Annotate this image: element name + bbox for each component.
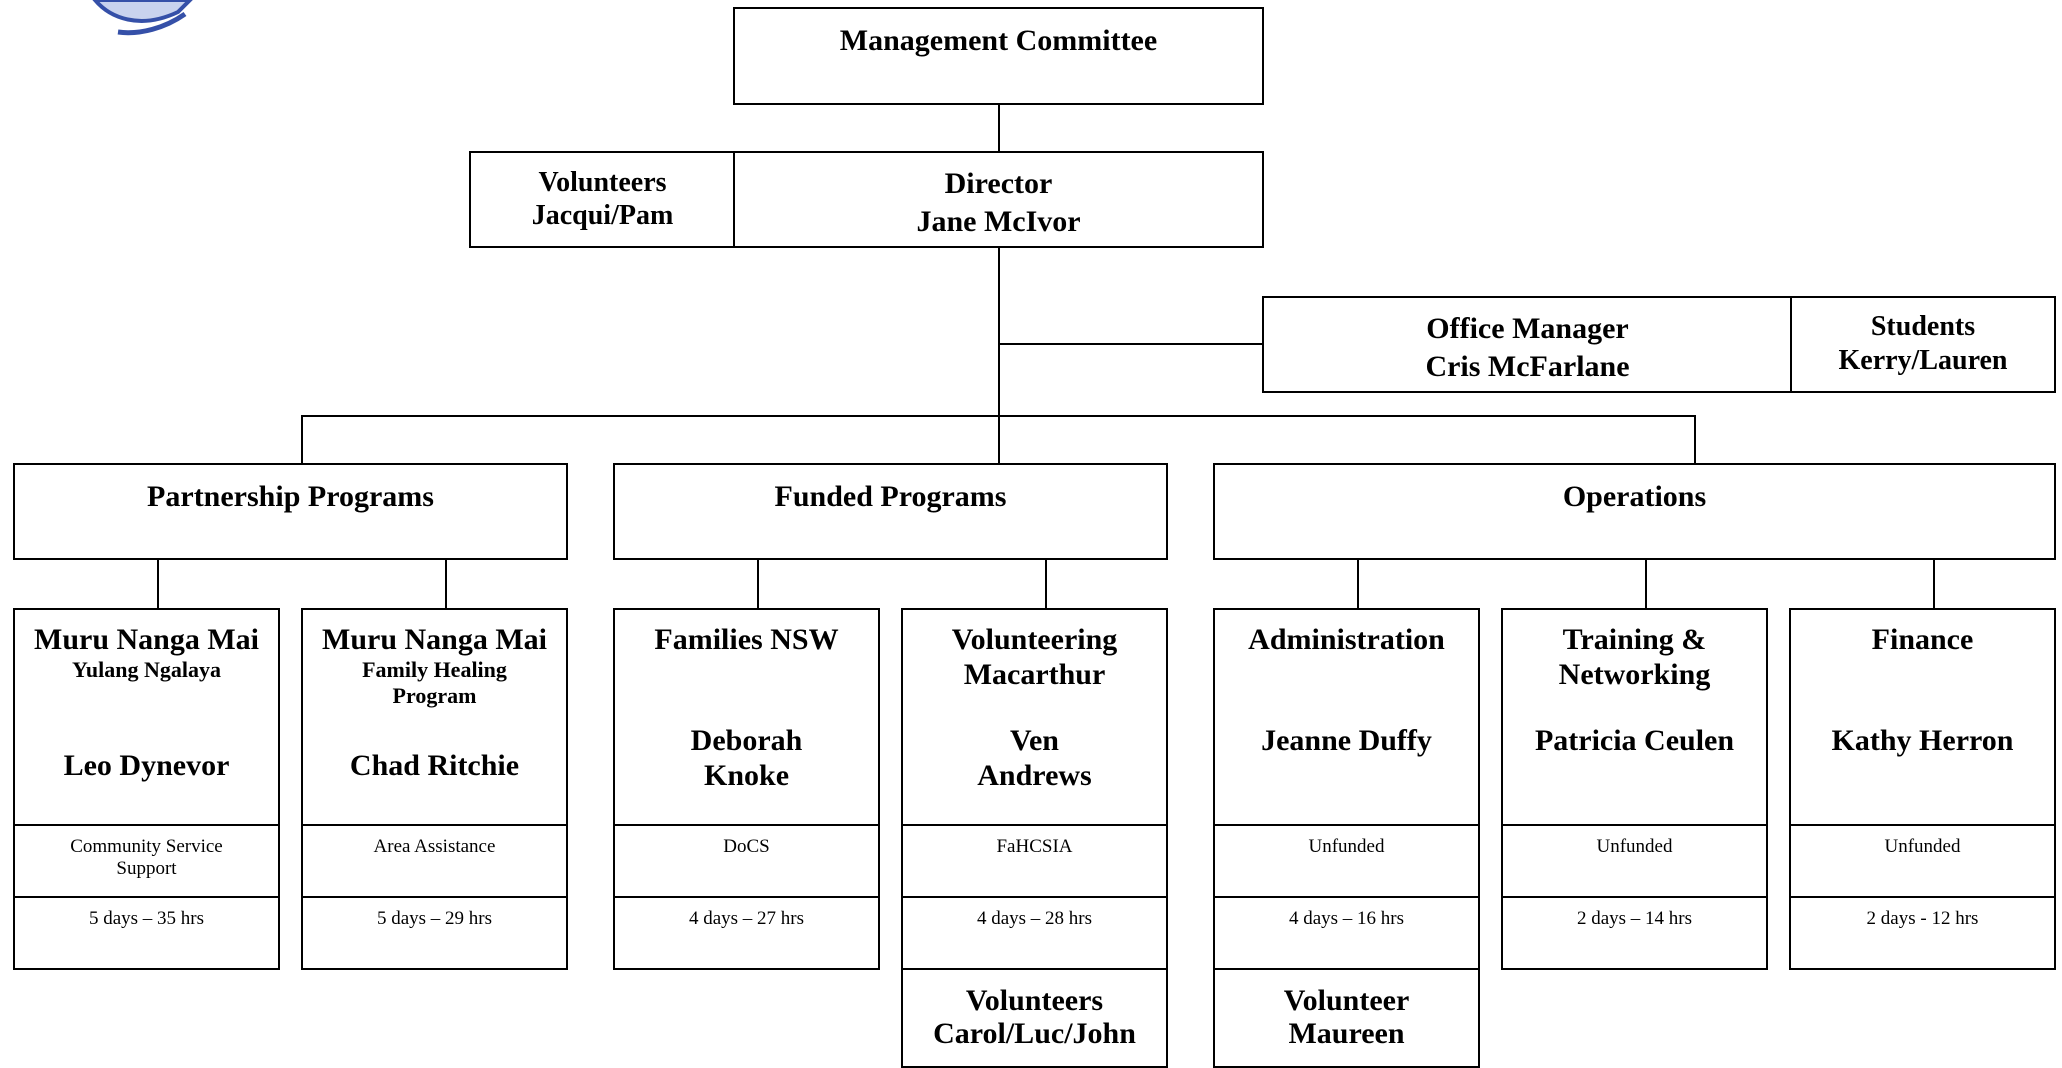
program-title: Muru Nanga Mai — [322, 623, 547, 656]
program-hours-cell: 2 days - 12 hrs — [1789, 896, 2056, 970]
program-box: Muru Nanga Mai Yulang Ngalaya Leo Dynevo… — [13, 608, 280, 826]
program-hours: 2 days - 12 hrs — [1866, 908, 1979, 929]
management-committee-title: Management Committee — [839, 24, 1158, 57]
program-hours: 5 days – 35 hrs — [88, 908, 205, 929]
connector-line — [998, 104, 1000, 152]
organisation-logo — [92, 0, 193, 36]
program-box: Muru Nanga Mai Family Healing Program Ch… — [301, 608, 568, 826]
connector-line — [1694, 415, 1696, 465]
connector-line — [301, 415, 1696, 417]
program-hours-cell: 4 days – 28 hrs — [901, 896, 1168, 970]
program-funding-cell: Area Assistance — [301, 824, 568, 898]
program-hours-cell: 5 days – 35 hrs — [13, 896, 280, 970]
program-person: Jeanne Duffy — [1261, 724, 1432, 757]
program-hours-cell: 2 days – 14 hrs — [1501, 896, 1768, 970]
connector-line — [757, 560, 759, 610]
program-title: Families NSW — [654, 623, 839, 656]
program-hours: 4 days – 16 hrs — [1288, 908, 1405, 929]
director-name: Jane McIvor — [916, 205, 1081, 238]
program-funding-cell: FaHCSIA — [901, 824, 1168, 898]
management-committee-box: Management Committee — [733, 7, 1264, 105]
funded-programs-title: Funded Programs — [774, 480, 1007, 513]
funded-programs-box: Funded Programs — [613, 463, 1168, 560]
students-label: Students — [1870, 311, 1976, 342]
program-subtitle: Yulang Ngalaya — [72, 657, 221, 682]
program-funding: Unfunded — [1308, 836, 1385, 857]
connector-line — [157, 560, 159, 610]
connector-line — [1933, 560, 1935, 610]
program-hours: 2 days – 14 hrs — [1576, 908, 1693, 929]
students-names: Kerry/Lauren — [1838, 345, 2008, 376]
connector-line — [445, 560, 447, 610]
volunteer-bottom-names: Maureen — [1288, 1017, 1405, 1050]
volunteers-top-label: Volunteers — [538, 167, 667, 198]
office-manager-label: Office Manager — [1426, 312, 1629, 345]
connector-line — [1357, 560, 1359, 610]
program-box: Volunteering Macarthur Ven Andrews — [901, 608, 1168, 826]
program-person: Ven Andrews — [977, 724, 1092, 793]
office-manager-name: Cris McFarlane — [1425, 350, 1630, 383]
connector-line — [1045, 560, 1047, 610]
program-subtitle: Family Healing Program — [362, 657, 507, 708]
program-hours: 4 days – 27 hrs — [688, 908, 805, 929]
program-title: Administration — [1248, 623, 1445, 656]
operations-title: Operations — [1562, 480, 1707, 513]
program-funding: Community Service Support — [70, 836, 223, 880]
program-person: Kathy Herron — [1831, 724, 2014, 757]
volunteer-bottom-box: Volunteer Maureen — [1213, 968, 1480, 1068]
volunteers-top-names: Jacqui/Pam — [531, 200, 674, 231]
volunteers-bottom-box: Volunteers Carol/Luc/John — [901, 968, 1168, 1068]
program-box: Finance Kathy Herron — [1789, 608, 2056, 826]
program-funding: Unfunded — [1596, 836, 1673, 857]
program-hours-cell: 4 days – 27 hrs — [613, 896, 880, 970]
program-person: Patricia Ceulen — [1534, 724, 1735, 757]
connector-line — [998, 247, 1000, 465]
program-person: Chad Ritchie — [349, 749, 520, 782]
students-box: Students Kerry/Lauren — [1790, 296, 2056, 393]
program-funding-cell: Unfunded — [1789, 824, 2056, 898]
program-funding: FaHCSIA — [996, 836, 1073, 857]
volunteers-bottom-label: Volunteers — [965, 984, 1104, 1017]
volunteers-top-box: Volunteers Jacqui/Pam — [469, 151, 736, 248]
program-funding-cell: Community Service Support — [13, 824, 280, 898]
connector-line — [1645, 560, 1647, 610]
volunteer-bottom-label: Volunteer — [1283, 984, 1410, 1017]
program-title: Muru Nanga Mai — [34, 623, 259, 656]
program-funding-cell: DoCS — [613, 824, 880, 898]
program-hours-cell: 5 days – 29 hrs — [301, 896, 568, 970]
program-funding-cell: Unfunded — [1501, 824, 1768, 898]
program-funding: DoCS — [723, 836, 770, 857]
program-hours-cell: 4 days – 16 hrs — [1213, 896, 1480, 970]
program-title: Volunteering Macarthur — [951, 623, 1118, 692]
program-funding: Area Assistance — [373, 836, 496, 857]
volunteers-bottom-names: Carol/Luc/John — [933, 1017, 1136, 1050]
program-person: Deborah Knoke — [690, 724, 803, 793]
director-label: Director — [944, 167, 1053, 200]
connector-line — [998, 343, 1263, 345]
connector-line — [301, 415, 303, 465]
program-hours: 5 days – 29 hrs — [376, 908, 493, 929]
program-box: Administration Jeanne Duffy — [1213, 608, 1480, 826]
program-box: Families NSW Deborah Knoke — [613, 608, 880, 826]
partnership-programs-title: Partnership Programs — [147, 480, 434, 513]
program-title: Finance — [1871, 623, 1974, 656]
program-box: Training & Networking Patricia Ceulen — [1501, 608, 1768, 826]
program-title: Training & Networking — [1558, 623, 1711, 692]
program-person: Leo Dynevor — [63, 749, 230, 782]
office-manager-box: Office Manager Cris McFarlane — [1262, 296, 1793, 393]
director-box: Director Jane McIvor — [733, 151, 1264, 248]
partnership-programs-box: Partnership Programs — [13, 463, 568, 560]
program-funding: Unfunded — [1884, 836, 1961, 857]
operations-box: Operations — [1213, 463, 2056, 560]
program-funding-cell: Unfunded — [1213, 824, 1480, 898]
program-hours: 4 days – 28 hrs — [976, 908, 1093, 929]
